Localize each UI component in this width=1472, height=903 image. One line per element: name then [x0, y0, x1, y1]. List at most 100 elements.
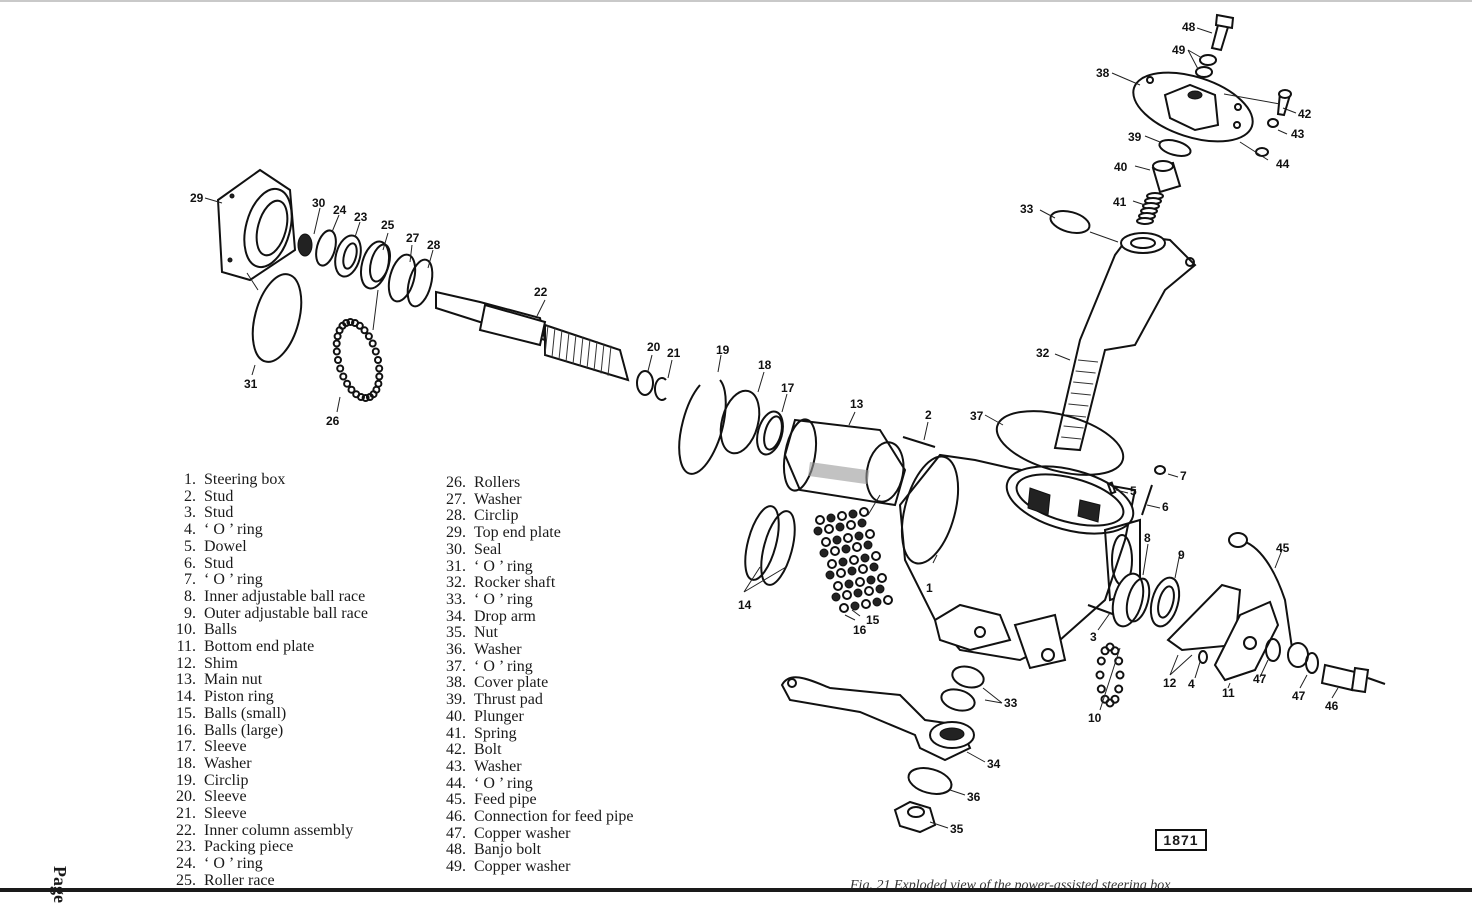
o-ring-37 [995, 410, 1125, 476]
outer-ball-race-9 [1149, 576, 1181, 628]
callout-14: 14 [738, 598, 752, 612]
roller [368, 339, 377, 348]
copper-washer-49a [1199, 54, 1217, 66]
callout-46: 46 [1325, 699, 1339, 713]
part-label: Rollers [474, 474, 521, 491]
callout-25: 25 [381, 218, 395, 232]
part-number: 39. [446, 691, 466, 709]
ball [821, 537, 831, 547]
ball [857, 518, 867, 528]
callout-1: 1 [926, 581, 933, 595]
part-label: Packing piece [204, 838, 294, 856]
parts-list-item: 13.Main nut [160, 672, 368, 689]
shim-12 [1166, 583, 1242, 652]
ball [837, 511, 847, 521]
part-label: Shim [204, 654, 238, 672]
ball [864, 586, 874, 596]
part-number: 29. [446, 524, 466, 542]
washer-27 [387, 253, 417, 303]
callout-38: 38 [1096, 66, 1110, 80]
parts-list-item: 8.Inner adjustable ball race [160, 588, 368, 606]
parts-list-item: 39.Thrust pad [430, 691, 634, 709]
leader-lines [204, 27, 1339, 829]
top-border [0, 0, 1472, 2]
ball [824, 524, 834, 534]
callout-26: 26 [326, 414, 340, 428]
parts-list-item: 11.Bottom end plate [160, 638, 368, 656]
copper-washer-47b [1305, 652, 1319, 674]
part-number: 46. [446, 808, 466, 826]
part-number: 13. [176, 671, 196, 689]
spline-line [1073, 381, 1094, 385]
part-label: Washer [474, 490, 522, 508]
ball [872, 597, 882, 607]
part-number: 27. [446, 490, 466, 508]
parts-list-item: 44.‘ O ’ ring [430, 774, 634, 793]
worm-thread [572, 334, 577, 365]
parts-list-item: 5.Dowel [160, 538, 368, 556]
part-label: Drop arm [474, 607, 536, 625]
part-number: 30. [446, 540, 466, 558]
parts-list-item: 33.‘ O ’ ring [430, 591, 634, 609]
callout-18: 18 [758, 358, 772, 372]
roller [339, 372, 348, 381]
copper-washer-47a [1265, 638, 1281, 662]
part-number: 22. [176, 821, 196, 839]
roller [365, 393, 374, 401]
part-label: Connection for feed pipe [474, 808, 634, 826]
callout-10: 10 [1088, 711, 1102, 725]
parts-list-item: 20.Sleeve [160, 789, 368, 806]
callout-13: 13 [850, 397, 864, 411]
callout-20: 20 [647, 340, 661, 354]
roller [375, 372, 384, 381]
roller [332, 347, 341, 356]
callout-15: 15 [866, 613, 880, 627]
bottom-border [0, 888, 1472, 892]
stud-6 [1141, 484, 1153, 516]
dowel-5 [1106, 481, 1117, 495]
parts-list-item: 22.Inner column assembly [160, 821, 368, 840]
part-label: Steering box [204, 471, 286, 488]
parts-list-item: 29. Top end plate [430, 524, 634, 542]
part-label: Seal [474, 540, 502, 558]
o-ring-33b [940, 688, 976, 712]
o-ring-31 [251, 273, 303, 363]
ball [1096, 684, 1106, 694]
callout-7: 7 [1180, 469, 1187, 483]
main-nut [782, 418, 907, 507]
banjo-bolt-48 [1210, 13, 1235, 52]
part-label: Balls (large) [204, 721, 284, 739]
parts-list-item: 30. Seal [430, 540, 634, 559]
part-label: Copper washer [474, 858, 571, 876]
part-label: Rocker shaft [474, 574, 556, 592]
roller [347, 385, 356, 394]
stud-2 [902, 436, 936, 448]
callout-6: 6 [1162, 500, 1169, 514]
callout-34: 34 [987, 757, 1001, 771]
ball [815, 515, 825, 525]
parts-list-item: 24.‘ O ’ ring [160, 855, 368, 873]
part-number: 43. [446, 757, 466, 775]
ball [842, 590, 852, 600]
part-label: Top end plate [474, 524, 561, 542]
part-label: ‘ O ’ ring [204, 521, 263, 539]
callout-31: 31 [244, 377, 258, 391]
o-ring-7 [1154, 465, 1166, 475]
ball [841, 544, 851, 554]
callout-33a: 33 [1020, 202, 1034, 216]
parts-list-item: 12.Shim [160, 654, 368, 673]
part-label: Bolt [474, 741, 502, 759]
ball [830, 546, 840, 556]
callout-11: 11 [1222, 686, 1235, 700]
part-number: 44. [446, 774, 466, 792]
ball [819, 548, 829, 558]
callout-8: 8 [1144, 531, 1151, 545]
part-label: Outer adjustable ball race [204, 604, 368, 622]
parts-list-item: 23.Packing piece [160, 839, 368, 856]
roller [364, 332, 373, 341]
worm-thread [558, 329, 563, 360]
spring-41 [1136, 192, 1164, 225]
circlip-19 [678, 379, 727, 475]
callout-9: 9 [1178, 548, 1185, 562]
